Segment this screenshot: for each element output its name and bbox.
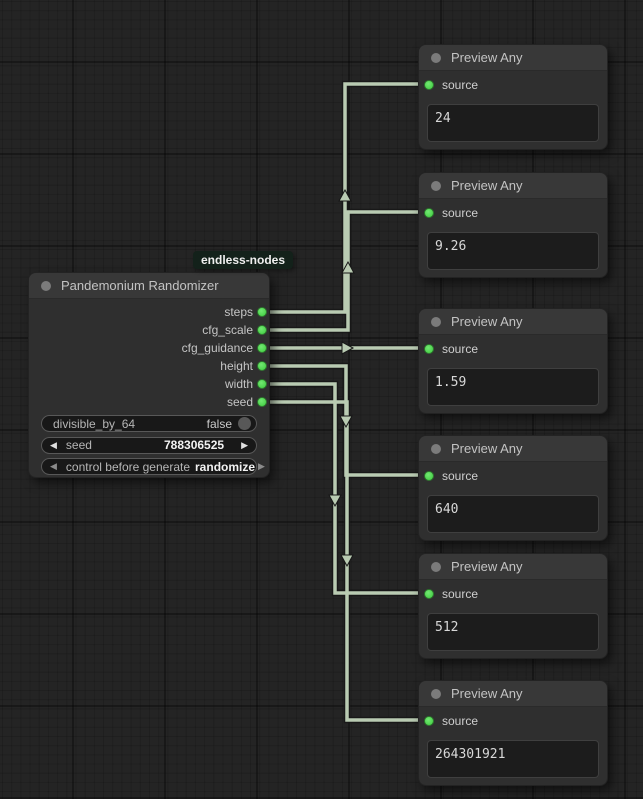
- output-slot-cfg-guidance[interactable]: cfg_guidance: [29, 339, 269, 357]
- input-slot-icon[interactable]: [424, 589, 434, 599]
- preview-value-box[interactable]: 512: [427, 613, 599, 651]
- stepper-right-arrow-icon[interactable]: ▶: [241, 439, 248, 450]
- node-preview-any-steps[interactable]: Preview Any source 24: [418, 44, 608, 150]
- collapse-dot-icon[interactable]: [431, 180, 441, 191]
- node-pandemonium-randomizer[interactable]: Pandemonium Randomizer steps cfg_scale c…: [28, 272, 270, 478]
- output-slot-cfg-scale[interactable]: cfg_scale: [29, 321, 269, 339]
- node-titlebar[interactable]: Preview Any: [419, 309, 607, 335]
- node-preview-any-cfg-guidance[interactable]: Preview Any source 1.59: [418, 308, 608, 414]
- output-slots: steps cfg_scale cfg_guidance height widt…: [29, 303, 269, 411]
- node-titlebar[interactable]: Preview Any: [419, 436, 607, 462]
- output-slot-width[interactable]: width: [29, 375, 269, 393]
- wire-arrow-right-icon: [341, 341, 355, 355]
- preview-value-box[interactable]: 9.26: [427, 232, 599, 270]
- input-slot-icon[interactable]: [424, 344, 434, 354]
- node-group-badge: endless-nodes: [193, 251, 294, 269]
- node-titlebar[interactable]: Pandemonium Randomizer: [29, 273, 269, 299]
- toggle-value: false: [206, 416, 232, 431]
- output-slot-icon[interactable]: [257, 361, 267, 371]
- output-slot-icon[interactable]: [257, 379, 267, 389]
- preview-value-box[interactable]: 1.59: [427, 368, 599, 406]
- wire-arrow-up-icon: [338, 188, 352, 202]
- output-slot-seed[interactable]: seed: [29, 393, 269, 411]
- wire-arrow-down-icon: [340, 554, 354, 568]
- toggle-knob-icon[interactable]: [238, 417, 251, 430]
- widget-control-before-generate[interactable]: ◀ control before generate randomize ▶: [41, 458, 265, 475]
- output-slot-height[interactable]: height: [29, 357, 269, 375]
- input-slot-source[interactable]: source: [419, 340, 607, 358]
- input-slot-icon[interactable]: [424, 716, 434, 726]
- widget-seed-stepper[interactable]: ◀ seed 788306525 ▶: [41, 436, 257, 454]
- input-slot-source[interactable]: source: [419, 712, 607, 730]
- widget-divisible-by-64-toggle[interactable]: divisible_by_64 false: [41, 415, 257, 432]
- output-slot-steps[interactable]: steps: [29, 303, 269, 321]
- stepper-right-arrow-icon[interactable]: ▶: [258, 461, 265, 471]
- input-slot-icon[interactable]: [424, 471, 434, 481]
- wire-arrow-up-icon: [341, 260, 355, 274]
- collapse-dot-icon[interactable]: [41, 280, 51, 291]
- collapse-dot-icon[interactable]: [431, 52, 441, 63]
- output-slot-icon[interactable]: [257, 307, 267, 317]
- node-titlebar[interactable]: Preview Any: [419, 45, 607, 71]
- output-slot-icon[interactable]: [257, 325, 267, 335]
- node-preview-any-width[interactable]: Preview Any source 512: [418, 553, 608, 659]
- input-slot-source[interactable]: source: [419, 467, 607, 485]
- seed-value[interactable]: 788306525: [164, 438, 225, 452]
- output-slot-icon[interactable]: [257, 343, 267, 353]
- node-preview-any-height[interactable]: Preview Any source 640: [418, 435, 608, 541]
- input-slot-icon[interactable]: [424, 80, 434, 90]
- collapse-dot-icon[interactable]: [431, 316, 441, 327]
- input-slot-icon[interactable]: [424, 208, 434, 218]
- output-slot-icon[interactable]: [257, 397, 267, 407]
- collapse-dot-icon[interactable]: [431, 688, 441, 699]
- node-title: Preview Any: [451, 441, 523, 456]
- node-title: Preview Any: [451, 559, 523, 574]
- node-title: Preview Any: [451, 178, 523, 193]
- preview-value-box[interactable]: 24: [427, 104, 599, 142]
- preview-value-box[interactable]: 264301921: [427, 740, 599, 778]
- node-title: Pandemonium Randomizer: [61, 278, 219, 293]
- input-slot-source[interactable]: source: [419, 76, 607, 94]
- wire-arrow-down-icon: [328, 494, 342, 508]
- stepper-left-arrow-icon[interactable]: ◀: [50, 461, 57, 471]
- node-title: Preview Any: [451, 314, 523, 329]
- node-title: Preview Any: [451, 50, 523, 65]
- node-preview-any-cfg-scale[interactable]: Preview Any source 9.26: [418, 172, 608, 278]
- control-value: randomize: [195, 459, 256, 474]
- node-titlebar[interactable]: Preview Any: [419, 173, 607, 199]
- input-slot-source[interactable]: source: [419, 585, 607, 603]
- node-titlebar[interactable]: Preview Any: [419, 681, 607, 707]
- node-title: Preview Any: [451, 686, 523, 701]
- preview-value-box[interactable]: 640: [427, 495, 599, 533]
- wire-arrow-down-icon: [339, 415, 353, 429]
- node-titlebar[interactable]: Preview Any: [419, 554, 607, 580]
- stepper-left-arrow-icon[interactable]: ◀: [50, 439, 57, 450]
- collapse-dot-icon[interactable]: [431, 443, 441, 454]
- input-slot-source[interactable]: source: [419, 204, 607, 222]
- collapse-dot-icon[interactable]: [431, 561, 441, 572]
- node-preview-any-seed[interactable]: Preview Any source 264301921: [418, 680, 608, 786]
